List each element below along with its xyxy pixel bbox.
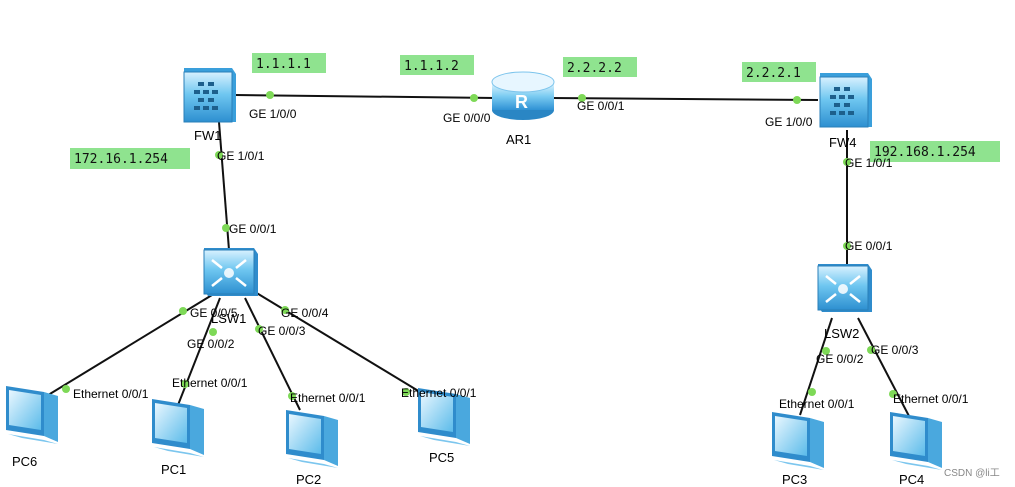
port-label: GE 0/0/0 — [443, 111, 491, 125]
port-dot — [209, 328, 217, 336]
device-label-pc1: PC1 — [161, 462, 186, 477]
ip-label-ar1-left: 1.1.1.2 — [400, 55, 474, 75]
ip-text: 192.168.1.254 — [874, 145, 976, 160]
port-label: Ethernet 0/0/1 — [893, 392, 969, 406]
link-lsw1-pc2[interactable] — [244, 297, 301, 411]
pc-icon — [890, 412, 942, 470]
device-pc2[interactable] — [286, 410, 338, 468]
port-dots — [62, 91, 897, 400]
device-lsw2[interactable] — [817, 264, 872, 312]
device-label-fw4: FW4 — [829, 135, 856, 150]
port-label: GE 0/0/1 — [577, 99, 625, 113]
port-dot — [179, 307, 187, 315]
device-label-ar1: AR1 — [506, 132, 531, 147]
port-label: GE 0/0/1 — [845, 239, 893, 253]
device-label-lsw1: LSW1 — [211, 311, 246, 326]
port-label: GE 1/0/1 — [845, 156, 893, 170]
port-label: GE 1/0/0 — [249, 107, 297, 121]
port-dot — [255, 325, 263, 333]
router-icon: R — [491, 71, 555, 120]
port-dot — [288, 392, 296, 400]
port-label: GE 0/0/2 — [187, 337, 235, 351]
ip-text: 2.2.2.2 — [567, 61, 622, 76]
ip-label-fw4-out: 2.2.2.1 — [742, 62, 816, 82]
pc-icon — [152, 399, 204, 457]
ip-label-fw1-out: 1.1.1.1 — [252, 53, 326, 73]
ip-labels: 1.1.1.1 1.1.1.2 2.2.2.2 2.2.2.1 172.16.1… — [70, 53, 1000, 169]
port-dot — [808, 388, 816, 396]
port-dot — [578, 94, 586, 102]
ip-label-fw1-in: 172.16.1.254 — [70, 148, 190, 169]
link-ar1-fw4[interactable] — [549, 97, 819, 101]
port-label: Ethernet 0/0/1 — [401, 386, 477, 400]
pc-icon — [418, 388, 470, 446]
port-dot — [181, 380, 189, 388]
port-dot — [867, 346, 875, 354]
port-label: GE 0/0/3 — [871, 343, 919, 357]
device-label-pc2: PC2 — [296, 472, 321, 487]
device-pc1[interactable] — [152, 399, 204, 457]
link-lsw2-pc3[interactable] — [799, 317, 833, 416]
device-fw1[interactable] — [183, 68, 236, 123]
device-pc6[interactable] — [6, 386, 58, 444]
ip-text: 172.16.1.254 — [74, 152, 168, 167]
firewall-icon — [819, 73, 872, 128]
pc-icon — [772, 412, 824, 470]
ip-text: 2.2.2.1 — [746, 66, 801, 81]
port-dot — [843, 158, 851, 166]
port-dot — [402, 388, 410, 396]
switch-icon — [817, 264, 872, 312]
port-label: Ethernet 0/0/1 — [290, 391, 366, 405]
port-dot — [215, 151, 223, 159]
port-dot — [822, 347, 830, 355]
link-lsw2-pc4[interactable] — [857, 317, 911, 419]
switch-icon — [203, 248, 258, 296]
device-pc5[interactable] — [418, 388, 470, 446]
port-dot — [62, 385, 70, 393]
port-labels: GE 1/0/0 GE 0/0/0 GE 0/0/1 GE 1/0/0 GE 1… — [73, 99, 969, 411]
links — [39, 94, 911, 419]
port-label: GE 0/0/2 — [816, 352, 864, 366]
port-dot — [843, 242, 851, 250]
firewall-icon — [183, 68, 236, 123]
port-dot — [470, 94, 478, 102]
pc-icon — [286, 410, 338, 468]
device-label-pc3: PC3 — [782, 472, 807, 487]
ip-text: 1.1.1.1 — [256, 57, 311, 72]
device-label-pc4: PC4 — [899, 472, 924, 487]
port-label: GE 0/0/1 — [229, 222, 277, 236]
ip-label-ar1-right: 2.2.2.2 — [563, 57, 637, 77]
device-label-pc6: PC6 — [12, 454, 37, 469]
port-label: GE 0/0/5 — [190, 306, 238, 320]
port-label: GE 0/0/3 — [258, 324, 306, 338]
port-dot — [222, 224, 230, 232]
link-fw1-ar1[interactable] — [234, 94, 496, 99]
svg-text:R: R — [515, 92, 528, 112]
device-label-lsw2: LSW2 — [824, 326, 859, 341]
port-label: GE 1/0/0 — [765, 115, 813, 129]
port-dot — [281, 306, 289, 314]
port-label: Ethernet 0/0/1 — [172, 376, 248, 390]
ip-label-fw4-in: 192.168.1.254 — [870, 141, 1000, 162]
device-ar1[interactable]: R — [491, 71, 555, 120]
pc-icon — [6, 386, 58, 444]
port-label: GE 1/0/1 — [217, 149, 265, 163]
port-label: Ethernet 0/0/1 — [73, 387, 149, 401]
watermark: CSDN @li工 — [944, 468, 1000, 479]
port-dot — [889, 390, 897, 398]
port-dot — [793, 96, 801, 104]
device-label-fw1: FW1 — [194, 128, 221, 143]
device-pc4[interactable] — [890, 412, 942, 470]
device-lsw1[interactable] — [203, 248, 258, 296]
port-label: Ethernet 0/0/1 — [779, 397, 855, 411]
device-pc3[interactable] — [772, 412, 824, 470]
device-label-pc5: PC5 — [429, 450, 454, 465]
device-fw4[interactable] — [819, 73, 872, 128]
port-label: GE 0/0/4 — [281, 306, 329, 320]
ip-text: 1.1.1.2 — [404, 59, 459, 74]
port-dot — [266, 91, 274, 99]
